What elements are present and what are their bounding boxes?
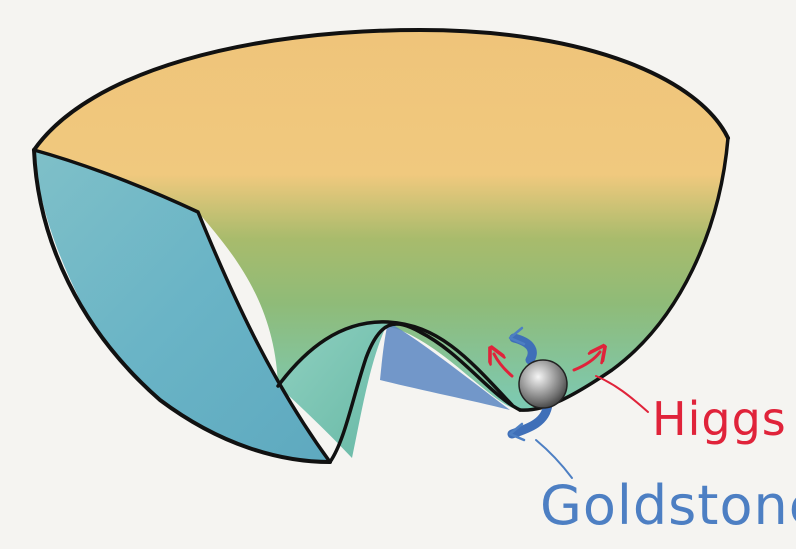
higgs-leader-line [596,376,648,412]
vacuum-ball [519,360,567,408]
higgs-label: Higgs [652,392,787,446]
goldstone-label: Goldstone [540,474,796,537]
goldstone-leader-line [536,440,572,478]
